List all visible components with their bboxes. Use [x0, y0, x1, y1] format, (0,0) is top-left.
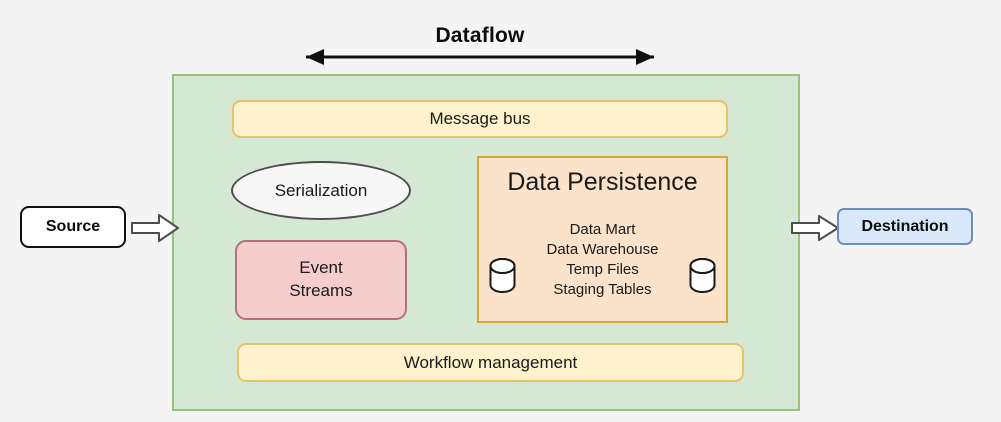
source-label: Source	[45, 218, 101, 235]
event-streams-label-line2: Streams	[289, 281, 353, 300]
destination-label: Destination	[861, 217, 949, 235]
message-bus-label: Message bus	[429, 109, 531, 128]
database-cylinder-icon	[689, 258, 716, 293]
source-to-platform-arrow	[131, 214, 179, 242]
list-item: Temp Files	[566, 260, 639, 278]
list-item: Staging Tables	[553, 280, 652, 298]
dataflow-title: Dataflow	[435, 24, 525, 47]
event-streams-box[interactable]: Event Streams	[235, 240, 407, 320]
database-cylinder-icon	[489, 258, 516, 293]
message-bus-box[interactable]: Message bus	[232, 100, 728, 138]
list-item: Data Mart	[569, 221, 636, 238]
workflow-management-box[interactable]: Workflow management	[237, 343, 744, 382]
destination-box[interactable]: Destination	[837, 208, 973, 245]
event-streams-label-line1: Event	[299, 258, 343, 278]
dataflow-double-arrow	[306, 49, 654, 65]
platform-to-destination-arrow	[791, 215, 839, 241]
list-item: Data Warehouse	[546, 240, 659, 258]
source-box[interactable]: Source	[20, 206, 126, 248]
workflow-management-label: Workflow management	[403, 352, 578, 372]
data-persistence-box[interactable]: Data Persistence Data Mart Data Warehous…	[477, 156, 728, 323]
serialization-ellipse[interactable]: Serialization	[231, 161, 411, 220]
data-persistence-list: Data Mart Data Warehouse Temp Files Stag…	[479, 220, 726, 300]
serialization-label: Serialization	[274, 180, 368, 200]
data-persistence-title: Data Persistence	[507, 168, 698, 196]
